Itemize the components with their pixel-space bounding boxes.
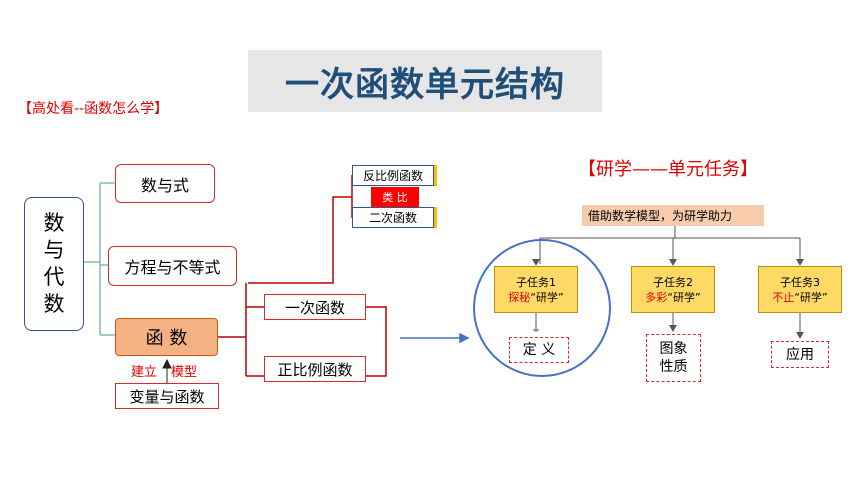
subtask-1-name: 子任务1 [516,275,556,289]
equations-inequalities-box: 方程与不等式 [108,246,237,286]
graph-properties-box: 图象 性质 [646,334,701,382]
analogy-box: 类 比 [371,187,419,207]
variable-function-box: 变量与函数 [115,383,219,409]
algebra-char-2: 与 [43,238,65,262]
algebra-char-1: 数 [43,211,65,235]
direct-proportion-box: 正比例函数 [264,356,366,382]
subtask-3-tail: “研学” [794,290,828,304]
definition-box: 定 义 [509,337,569,363]
application-text: 应用 [786,346,814,363]
application-box: 应用 [771,341,829,368]
properties-text: 性质 [659,359,688,375]
section-title: 【研学——单元任务】 [578,159,758,180]
subtask-3-box: 子任务3 不止“研学” [758,266,842,313]
quadratic-function-box: 二次函数 [352,207,434,228]
top-label: 【高处看--函数怎么学】 [18,101,169,117]
subtask-2-tail: “研学” [667,290,701,304]
subtask-1-tail: “研学” [530,290,564,304]
algebra-char-3: 代 [43,265,65,289]
inverse-proportion-box: 反比例函数 [352,165,434,186]
task-banner: 借助数学模型，为研学助力 [582,205,764,226]
graph-text: 图象 [659,341,688,357]
subtask-3-tag: 不止 [772,290,795,304]
subtask-3-desc: 不止“研学” [772,290,827,305]
subtask-1-desc: 探秘“研学” [508,290,563,305]
linear-function-box: 一次函数 [264,294,366,320]
definition-text: 定 义 [522,342,556,358]
subtask-1-box: 子任务1 探秘“研学” [494,266,578,313]
subtask-2-tag: 多彩 [645,290,668,304]
subtask-1-tag: 探秘 [508,290,531,304]
function-box: 函 数 [115,318,218,356]
math-algebra-box: 数 与 代 数 [24,197,84,331]
inverse-accent-bar [434,165,437,186]
subtask-3-name: 子任务3 [780,275,820,289]
subtask-2-box: 子任务2 多彩“研学” [631,266,715,313]
numbers-expressions-box: 数与式 [115,164,215,203]
build-label: 建立 [131,365,158,380]
subtask-2-desc: 多彩“研学” [645,290,700,305]
quadratic-accent-bar [434,207,437,228]
algebra-char-4: 数 [43,292,65,316]
page-title: 一次函数单元结构 [248,50,602,112]
model-label: 模型 [171,365,198,380]
subtask-2-name: 子任务2 [653,275,693,289]
